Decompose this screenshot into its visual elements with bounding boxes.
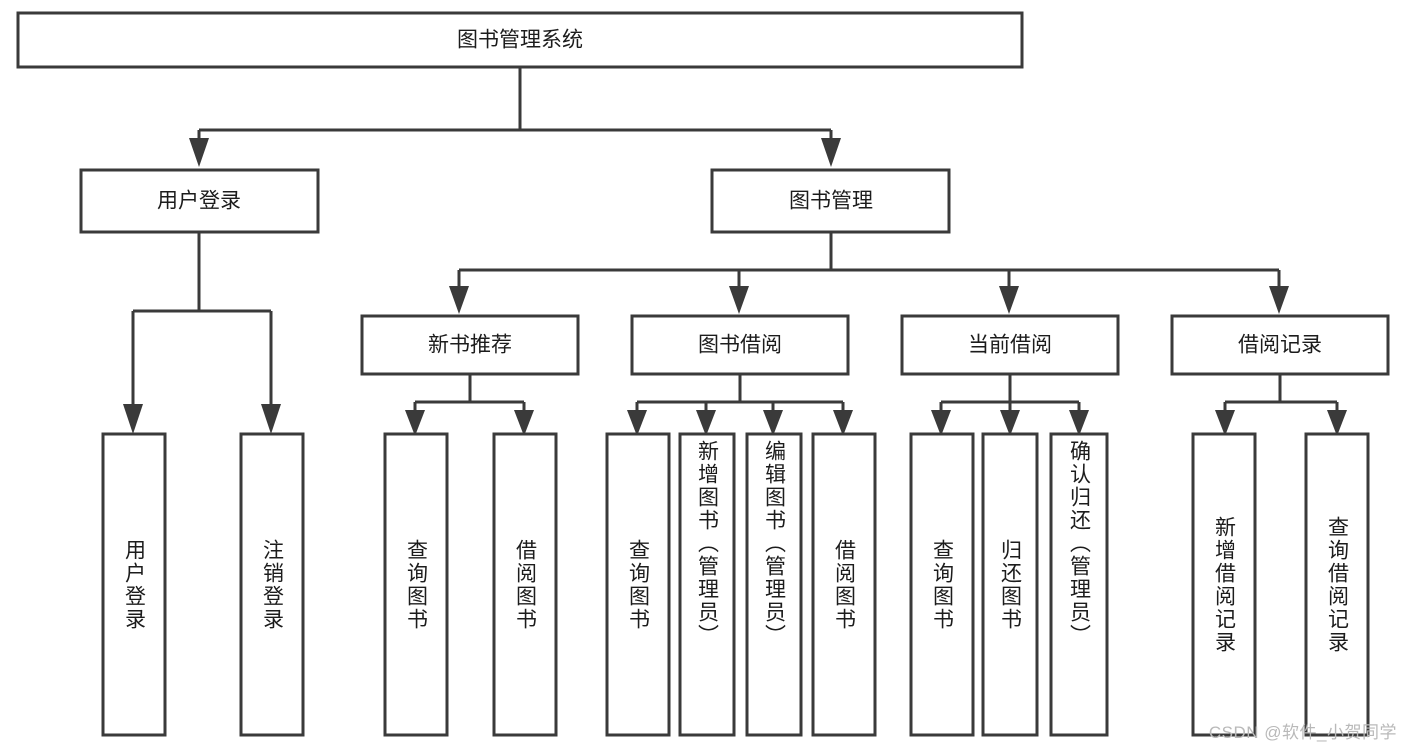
arrowhead-user-login [189,138,209,167]
node-book-management-label: 图书管理 [789,190,873,213]
node-book-borrow[interactable]: 图书借阅 [630,314,850,376]
arrowhead-l3-4 [1269,286,1289,314]
arrowhead-u2 [261,404,281,434]
arrowhead-n1 [405,410,425,436]
node-current-borrow-label: 当前借阅 [968,334,1052,357]
arrowhead-b1 [627,410,647,436]
node-new-book-recommend-rect [360,314,580,376]
leaf-br-add-rect[interactable] [1191,432,1257,737]
arrowhead-l3-1 [449,286,469,314]
arrowhead-b3 [763,410,783,436]
arrowhead-c3 [1069,410,1089,436]
node-book-borrow-rect [630,314,850,376]
arrowhead-l3-2 [729,286,749,314]
arrowhead-n2 [514,410,534,436]
leaf-cb-confirm-rect[interactable] [1049,432,1109,737]
arrowhead-book-mgmt [821,138,841,167]
leaf-nbr-borrow-rect[interactable] [492,432,558,737]
node-root-label: 图书管理系统 [457,29,583,52]
node-current-borrow[interactable]: 当前借阅 [900,314,1120,376]
arrowhead-c1 [931,410,951,436]
leaf-bb-borrow-rect[interactable] [811,432,877,737]
arrowhead-r1 [1215,410,1235,436]
node-new-book-recommend-label: 新书推荐 [428,334,512,357]
arrowhead-l3-3 [999,286,1019,314]
leaf-user-login-rect[interactable] [101,432,167,737]
arrowhead-u1 [123,404,143,434]
leaf-br-query-rect[interactable] [1304,432,1370,737]
node-root-rect [16,11,1024,69]
leaf-bb-add-rect[interactable] [678,432,736,737]
node-book-management[interactable]: 图书管理 [710,168,951,234]
node-current-borrow-rect [900,314,1120,376]
arrowhead-b2 [696,410,716,436]
arrowhead-c2 [1000,410,1020,436]
node-borrow-record-label: 借阅记录 [1238,334,1322,357]
node-borrow-record[interactable]: 借阅记录 [1170,314,1390,376]
node-borrow-record-rect [1170,314,1390,376]
node-user-login-label: 用户登录 [157,190,241,213]
csdn-watermark: CSDN @软件_小贺同学 [1208,723,1397,742]
node-book-management-rect [710,168,951,234]
arrowhead-b4 [833,410,853,436]
node-user-login[interactable]: 用户登录 [79,168,320,234]
leaf-logout-rect[interactable] [239,432,305,737]
node-book-borrow-label: 图书借阅 [698,334,782,357]
leaf-bb-edit-rect[interactable] [745,432,803,737]
leaf-cb-query-rect[interactable] [909,432,975,737]
leaf-bb-query-rect[interactable] [605,432,671,737]
node-new-book-recommend[interactable]: 新书推荐 [360,314,580,376]
arrowhead-r2 [1327,410,1347,436]
leaf-nbr-query-rect[interactable] [383,432,449,737]
leaf-cb-return-rect[interactable] [981,432,1039,737]
node-root[interactable]: 图书管理系统 [16,11,1024,69]
